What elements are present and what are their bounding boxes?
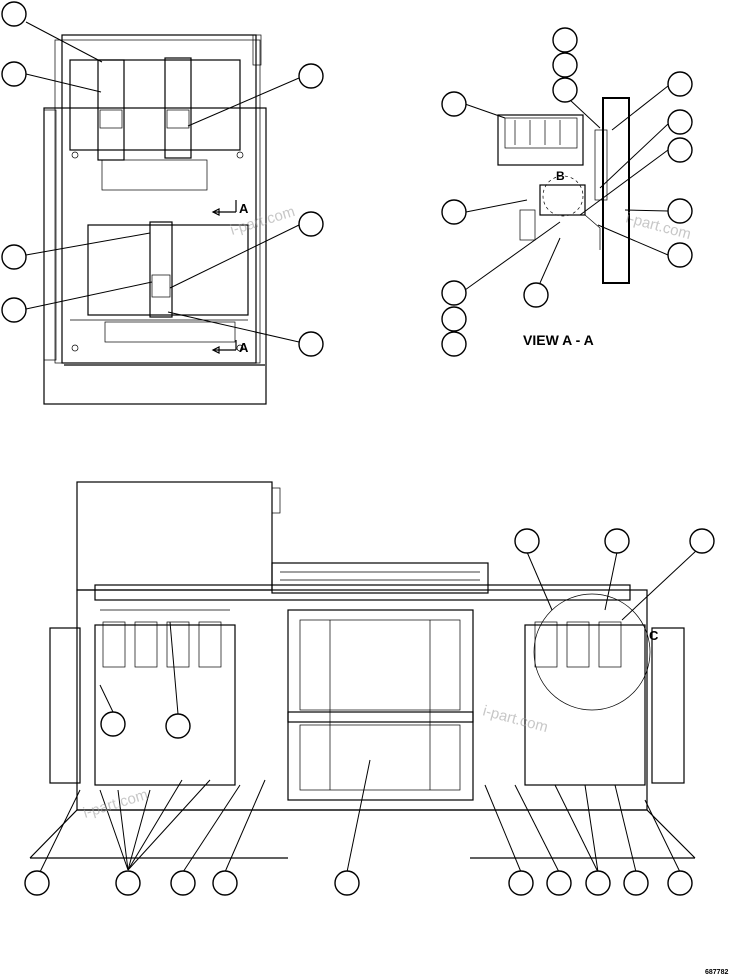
callout bbox=[604, 528, 630, 554]
detail-label-c: C bbox=[649, 628, 659, 643]
callout bbox=[514, 528, 540, 554]
detail-label-b: B bbox=[556, 169, 565, 183]
callout bbox=[334, 870, 360, 896]
callout bbox=[298, 211, 324, 237]
view-a-a: B VIEW A - A bbox=[497, 97, 630, 348]
callout bbox=[552, 77, 578, 103]
callout bbox=[115, 870, 141, 896]
callout bbox=[441, 280, 467, 306]
top-left-assembly: A A bbox=[43, 34, 267, 405]
callout bbox=[585, 870, 611, 896]
callout bbox=[298, 331, 324, 357]
callout bbox=[441, 199, 467, 225]
callout bbox=[667, 242, 693, 268]
callout bbox=[667, 109, 693, 135]
callouts-view-a-a bbox=[441, 27, 693, 357]
callout bbox=[165, 713, 191, 739]
watermark: i-part.com bbox=[81, 786, 150, 822]
callout bbox=[298, 63, 324, 89]
callout bbox=[523, 282, 549, 308]
callout bbox=[667, 198, 693, 224]
callout bbox=[100, 711, 126, 737]
callout bbox=[1, 61, 27, 87]
callout bbox=[1, 244, 27, 270]
callout bbox=[546, 870, 572, 896]
callout bbox=[24, 870, 50, 896]
callout bbox=[212, 870, 238, 896]
callout bbox=[1, 1, 27, 27]
callout bbox=[508, 870, 534, 896]
callout bbox=[552, 52, 578, 78]
callouts-bottom bbox=[24, 528, 715, 896]
callout bbox=[170, 870, 196, 896]
drawing-number: 687782 bbox=[705, 969, 728, 976]
callout bbox=[441, 91, 467, 117]
callout bbox=[689, 528, 715, 554]
watermark: i-part.com bbox=[481, 702, 550, 736]
callout bbox=[441, 306, 467, 332]
callout bbox=[667, 870, 693, 896]
bottom-assembly: C bbox=[29, 481, 696, 859]
callouts-top-left bbox=[1, 1, 324, 357]
callout bbox=[667, 71, 693, 97]
section-marker-upper: A bbox=[239, 201, 249, 216]
callout bbox=[441, 331, 467, 357]
callout bbox=[1, 297, 27, 323]
view-title: VIEW A - A bbox=[523, 332, 594, 348]
callout bbox=[667, 137, 693, 163]
callout bbox=[552, 27, 578, 53]
callout bbox=[623, 870, 649, 896]
section-marker-lower: A bbox=[239, 340, 249, 355]
